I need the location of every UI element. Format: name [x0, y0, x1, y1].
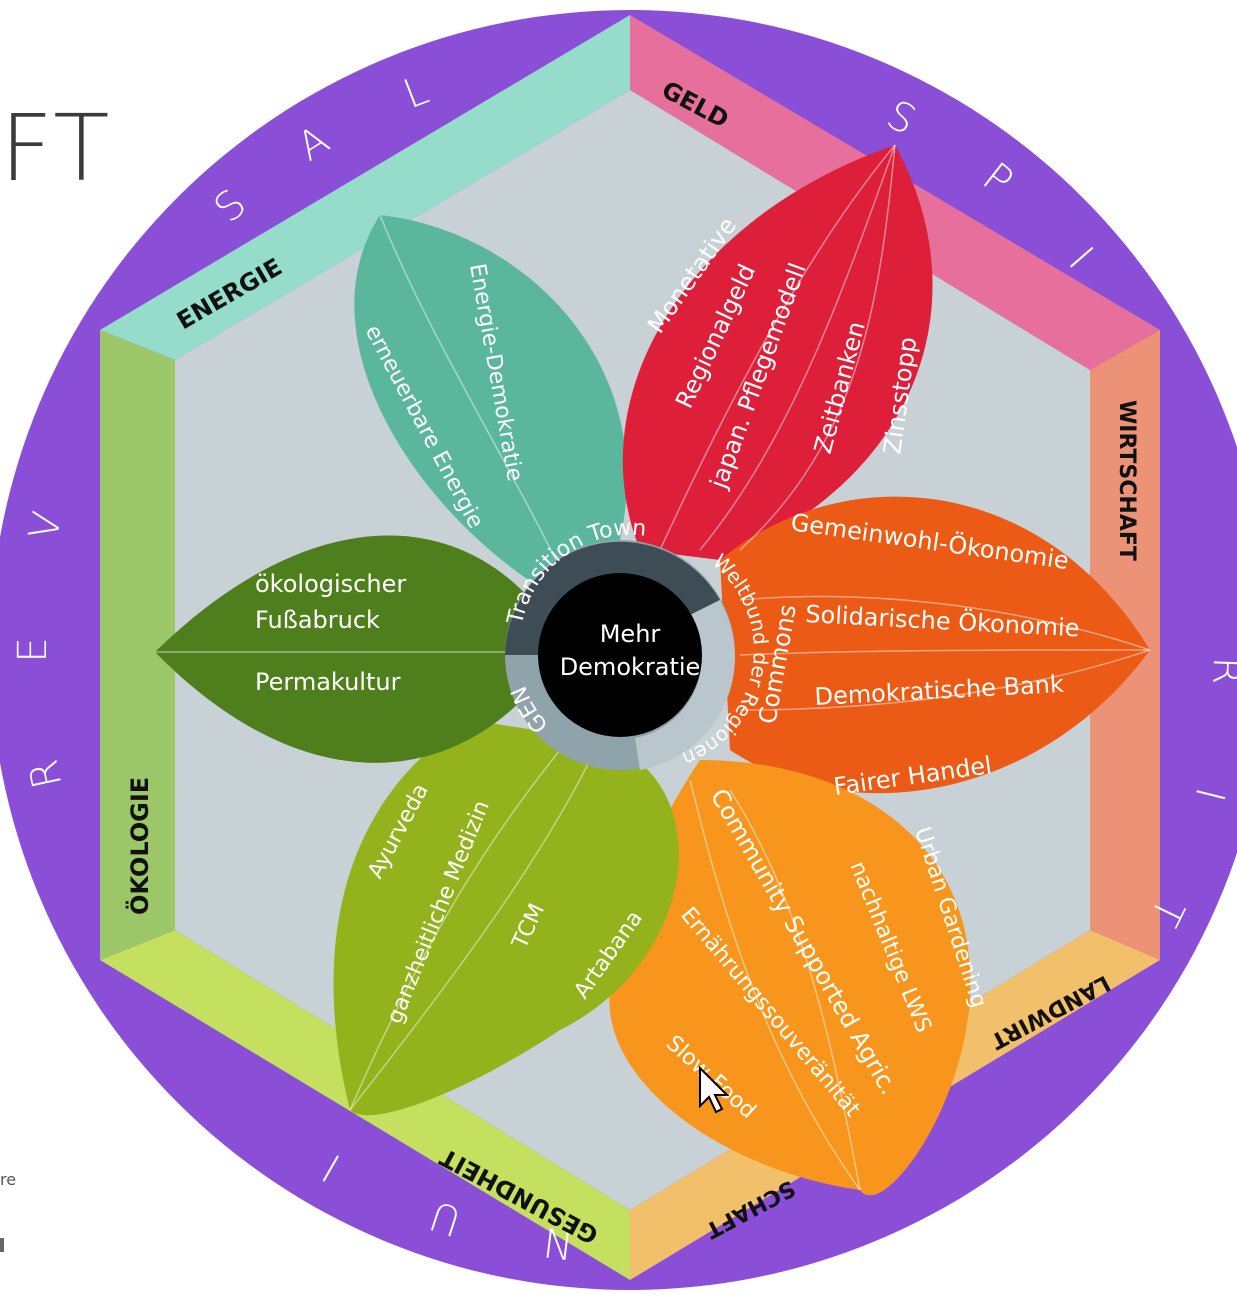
petal-gesundheit: [333, 720, 679, 1116]
center-circle: [538, 573, 702, 737]
ring-letter: R: [1203, 656, 1237, 685]
band-oekologie: [100, 330, 175, 960]
ring-letter: E: [10, 637, 56, 662]
band-label-oekologie: ÖKOLOGIE: [124, 777, 154, 915]
label-permakultur: Permakultur: [255, 668, 401, 696]
page-title-fragment: FT: [0, 95, 112, 202]
inner-ring-top-segment: [505, 541, 720, 655]
label-oekologischer: ökologischer: [255, 570, 406, 598]
petal-wirtschaft: [720, 496, 1150, 794]
center-line-2: Demokratie: [560, 653, 701, 681]
petal-veins: [155, 144, 1151, 1191]
mouse-cursor-icon: [699, 1065, 730, 1114]
label-fussabruck: Fußabruck: [255, 606, 380, 634]
inner-ring-right-segment: [635, 600, 735, 770]
ring-letter: N: [540, 1218, 575, 1267]
band-energie: [100, 15, 630, 360]
hexagon-bands: [100, 15, 1160, 1280]
petal-geld: [622, 145, 933, 560]
center-line-1: Mehr: [600, 620, 661, 648]
petal-oekologie: [155, 535, 540, 763]
side-text-fragment: re: [0, 1170, 17, 1189]
side-edge-mark: [0, 1238, 4, 1252]
band-label-wirtschaft: WIRTSCHAFT: [1114, 400, 1139, 561]
petals: [155, 144, 1151, 1196]
petal-energie: [354, 215, 627, 600]
